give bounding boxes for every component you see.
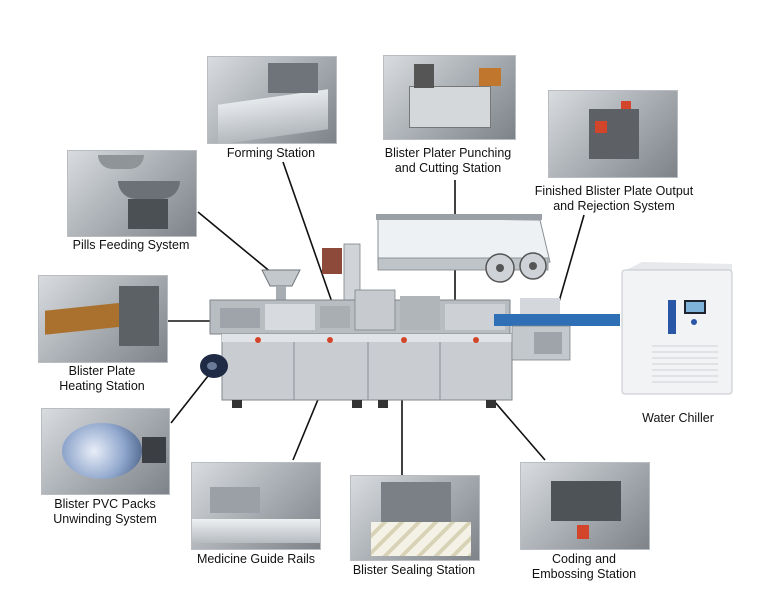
water-chiller [621,262,733,395]
sealing-station-photo [350,475,480,561]
output-conveyor [494,298,620,361]
foil-reel-wheels [485,252,547,283]
pills-feeding-photo [67,150,197,237]
chiller-gauge-bar [668,300,676,334]
output-system-photo [548,90,678,178]
coding-station-photo [520,462,650,550]
label-forming-station: Forming Station [226,146,316,160]
label-pills-feeding: Pills Feeding System [72,238,190,252]
forming-station-photo [207,56,337,144]
leader-output [555,214,585,313]
pills-hopper [261,243,361,305]
leader-forming [282,161,335,309]
leader-pills [197,211,279,279]
label-guide-rails: Medicine Guide Rails [196,552,316,566]
label-unwinding-system: Blister PVC Packs Unwinding System [53,497,157,526]
label-water-chiller: Water Chiller [642,411,714,425]
label-sealing-station: Blister Sealing Station [352,563,476,577]
guide-rails-photo [191,462,321,550]
unwinding-system-photo [41,408,170,495]
label-coding-station: Coding and Embossing Station [531,552,637,581]
label-output-system: Finished Blister Plate Output and Reject… [534,184,694,213]
pvc-roll [200,354,228,378]
leader-unwinding [170,375,209,424]
heating-station-photo [38,275,168,363]
punching-station-photo [383,55,516,140]
machine-cabinet [221,333,513,408]
label-heating-station: Blister Plate Heating Station [59,364,145,393]
label-punching-station: Blister Plater Punching and Cutting Stat… [384,146,512,175]
